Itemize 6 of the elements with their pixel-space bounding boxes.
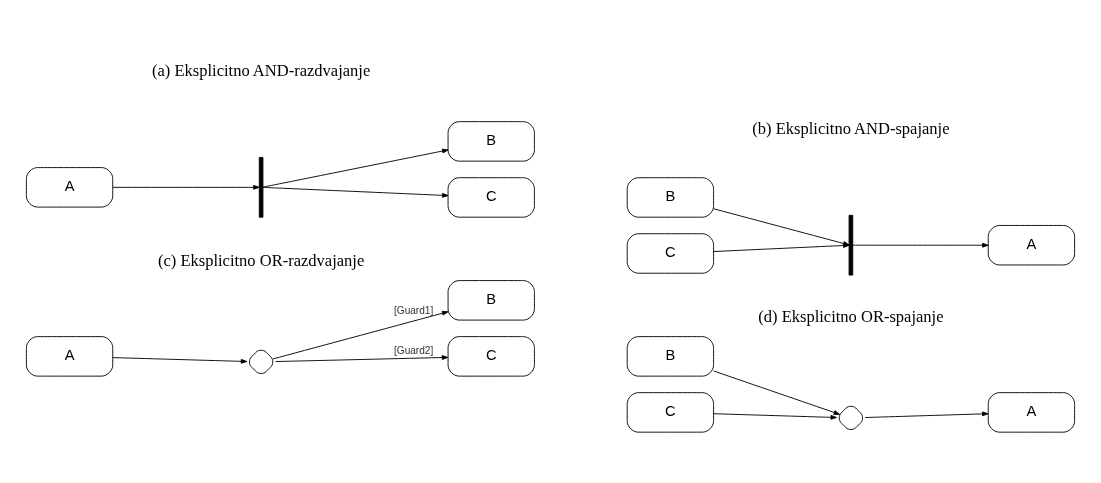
- label: (a) Eksplicitno AND-razdvajanje: [151, 60, 371, 80]
- label: (c) Eksplicitno OR-razdvajanje: [157, 250, 365, 270]
- edge-label: [Guard2]: [393, 344, 434, 356]
- label: (b) Eksplicitno AND-spajanje: [752, 118, 950, 137]
- edge-label: [Guard1]: [393, 304, 434, 316]
- label: (d) Eksplicitno OR-spajanje: [758, 306, 944, 326]
